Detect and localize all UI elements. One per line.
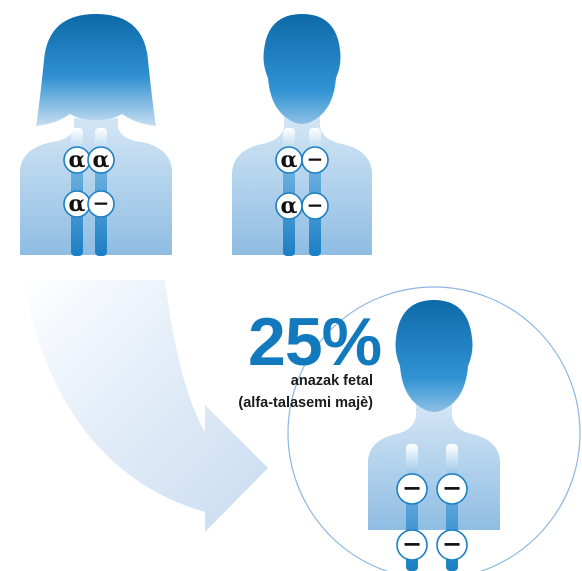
fetus-allele-label: − [402, 473, 422, 502]
parent-female-allele-1-2: α [87, 146, 115, 174]
fetus-allele-1-2: − [436, 473, 468, 505]
fetus-allele-label: − [442, 529, 462, 558]
parent-male-allele-1-2: − [301, 146, 329, 174]
parent-male-allele-label: − [307, 193, 324, 217]
parent-male-allele-1-1: α [275, 146, 303, 174]
outcome-caption-line2: (alfa-talasemi majè) [238, 395, 373, 411]
male-head [263, 14, 341, 124]
fetus-allele-1-1: − [396, 473, 428, 505]
fetus-allele-2-2: − [436, 529, 468, 561]
parent-male-allele-2-2: − [301, 192, 329, 220]
fetus-allele-label: − [402, 529, 422, 558]
parent-female-allele-label: α [69, 147, 86, 173]
parent-female-allele-label: α [69, 191, 86, 217]
parent-male-allele-label: α [281, 193, 298, 219]
fetus-body [368, 404, 500, 530]
parent-male-allele-label: α [281, 147, 298, 173]
parent-female-allele-2-1: α [63, 190, 91, 218]
parent-male-allele-label: − [307, 147, 324, 171]
fetus-head [395, 300, 473, 412]
fetus-allele-label: − [442, 473, 462, 502]
parent-female-allele-1-1: α [63, 146, 91, 174]
fetus-allele-2-1: − [396, 529, 428, 561]
female-hair [36, 14, 156, 126]
male-parent-figure [232, 14, 372, 255]
male-body [232, 116, 372, 255]
outcome-circle [287, 286, 581, 571]
percent-value: 25% [248, 304, 382, 380]
fetus-figure [368, 300, 500, 530]
parent-male-allele-2-1: α [275, 192, 303, 220]
parent-female-allele-2-2: − [87, 190, 115, 218]
curved-arrow [22, 280, 268, 532]
outcome-caption-line1: anazak fetal [290, 373, 373, 389]
parent-female-allele-label: − [93, 191, 110, 215]
parent-female-allele-label: α [93, 147, 110, 173]
